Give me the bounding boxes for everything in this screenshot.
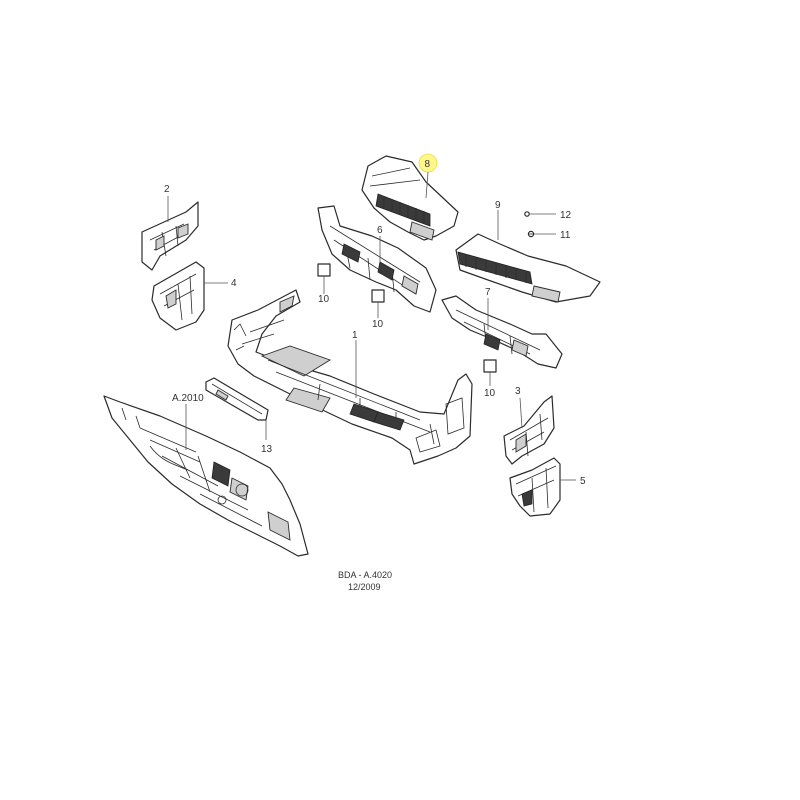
callout-8: 8	[425, 159, 431, 170]
callout-9: 9	[495, 200, 501, 211]
part-5-bracket	[509, 457, 561, 517]
part-a2010-insulation-panel	[103, 395, 309, 557]
callout-2: 2	[164, 184, 170, 195]
callout-a2010: A.2010	[172, 393, 204, 404]
part-10-tab-b	[371, 289, 385, 303]
callout-6: 6	[377, 225, 383, 236]
callout-10-b: 10	[372, 319, 384, 330]
part-9-cowl-grille-lower	[455, 233, 601, 303]
part-3-bracket	[503, 395, 555, 465]
callout-11: 11	[560, 230, 571, 241]
callout-10-a: 10	[318, 294, 330, 305]
part-6-cowl-inner-panel	[317, 205, 437, 313]
part-2-bracket	[141, 201, 199, 271]
part-1-dash-panel-assembly	[227, 289, 473, 465]
part-8-cowl-grille-upper	[361, 155, 459, 241]
callout-1: 1	[352, 330, 358, 341]
callout-7: 7	[485, 287, 491, 298]
part-11-screw	[527, 230, 535, 238]
part-4-bracket	[151, 261, 205, 331]
part-10-tab-a	[317, 263, 331, 277]
drawing-code: BDA - A.4020	[338, 570, 392, 580]
callout-4: 4	[231, 278, 237, 289]
part-7-cowl-inner-bracket	[441, 295, 563, 369]
part-10-tab-c	[483, 359, 497, 373]
callout-13: 13	[261, 444, 273, 455]
callout-12: 12	[560, 210, 572, 221]
part-12-clip	[524, 211, 530, 217]
callout-5: 5	[580, 476, 586, 487]
callout-10-c: 10	[484, 388, 496, 399]
callout-3: 3	[515, 386, 521, 397]
part-13-reinforcement-bar	[205, 377, 269, 421]
drawing-date: 12/2009	[348, 582, 381, 592]
